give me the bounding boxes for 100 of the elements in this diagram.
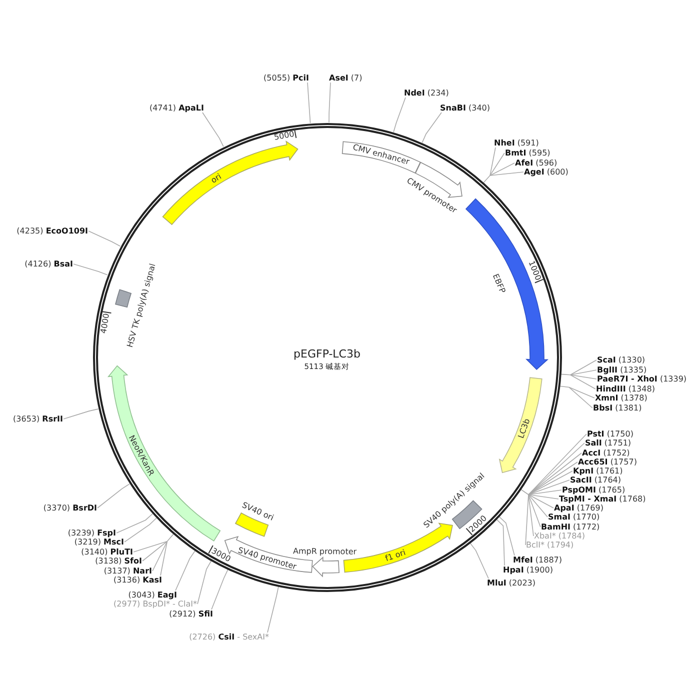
leader-line: [202, 112, 224, 147]
restriction-site-label: SalI (1751): [585, 438, 632, 448]
restriction-site-label: ApaI (1769): [554, 504, 604, 512]
feature-block: [114, 261, 158, 349]
leader-line: [175, 550, 196, 591]
restriction-site-label: (2912) SfiI: [169, 610, 213, 618]
feature-label: ori: [209, 172, 223, 186]
leader-line: [393, 97, 406, 133]
feature-band: [464, 197, 549, 371]
restriction-site-label: (2977) BspDI* - ClaI*: [114, 600, 197, 608]
leader-line: [307, 82, 311, 124]
leader-line: [570, 360, 597, 376]
restriction-site-label: NdeI (234): [404, 88, 449, 98]
restriction-site-label: (2726) CsiI - SexAI*: [189, 632, 269, 642]
leader-line: [528, 494, 541, 528]
scale-tick-label: 4000: [98, 310, 112, 334]
leader-line: [528, 470, 573, 496]
restriction-site-label: (4235) EcoO109I: [16, 226, 88, 236]
restriction-site-label: (3219) MscI: [74, 538, 124, 546]
restriction-site-label: SmaI (1770): [548, 512, 600, 522]
restriction-site-label: PspOMI (1765): [562, 486, 626, 494]
leader-line: [152, 540, 168, 572]
leader-line: [267, 586, 279, 633]
feature-block: [234, 500, 276, 538]
restriction-site-label: (3043) EagI: [128, 590, 177, 600]
leader-line: [470, 542, 489, 579]
feature-label: LC3b: [516, 418, 532, 440]
restriction-site-label: PstI (1750): [587, 430, 634, 438]
leader-line: [490, 152, 505, 176]
restriction-site-label: (3653) RsrII: [13, 414, 63, 424]
restriction-site-label: (4741) ApaLI: [149, 104, 204, 112]
leader-line: [496, 518, 505, 566]
leader-line: [528, 494, 554, 508]
feature-label: HSV TK poly(A) signal: [124, 262, 157, 348]
leader-line: [490, 162, 515, 176]
leader-line: [570, 370, 597, 376]
leader-line: [560, 374, 571, 376]
leader-line: [528, 442, 585, 496]
restriction-site-label: (3140) PluTI: [81, 548, 133, 556]
restriction-site-label: (4126) BsaI: [24, 260, 73, 268]
leader-line: [525, 494, 529, 546]
restriction-site-label: HindIII (1348): [596, 384, 655, 394]
leader-line: [528, 434, 587, 496]
restriction-site-label: BamHI (1772): [541, 522, 600, 532]
feature-label: f1 ori: [384, 548, 407, 564]
leader-line: [490, 147, 496, 176]
leader-line: [559, 386, 570, 388]
leader-line: [528, 494, 559, 500]
restriction-site-label: SnaBI (340): [440, 104, 490, 112]
restriction-site-label: (3370) BsrDI: [43, 504, 97, 512]
leader-line: [570, 374, 596, 390]
restriction-site-label: AseI (7): [329, 74, 362, 82]
restriction-site-label: (5055) PciI: [264, 74, 309, 82]
feature-label: SV40 ori: [240, 500, 276, 522]
leader-line: [528, 480, 570, 496]
restriction-site-label: Acc65I (1757): [578, 458, 637, 466]
leader-line: [568, 386, 595, 398]
restriction-site-label: PaeR7I - XhoI (1339): [597, 374, 687, 384]
leader-line: [88, 230, 121, 247]
restriction-site-label: XbaI* (1784): [534, 532, 585, 540]
leader-line: [483, 175, 490, 183]
restriction-site-label: XmnI (1378): [595, 394, 648, 402]
leader-line: [166, 534, 174, 542]
feature-label: AmpR promoter: [292, 547, 357, 557]
scale-tick-label: 5000: [273, 129, 298, 142]
leader-line: [73, 264, 108, 276]
leader-line: [116, 513, 153, 534]
feature-label: CMV enhancer: [352, 142, 411, 166]
restriction-site-label: SacII (1764): [570, 476, 622, 484]
leader-line: [422, 112, 442, 144]
leader-line: [498, 516, 515, 556]
leader-line: [142, 540, 168, 562]
restriction-site-label: BclI* (1794): [526, 540, 574, 550]
leader-line: [528, 490, 562, 496]
leader-line: [568, 386, 593, 408]
feature-block: [341, 140, 422, 175]
leader-line: [133, 540, 168, 552]
restriction-site-label: AccI (1752): [582, 448, 630, 458]
restriction-site-label: BbsI (1381): [593, 404, 642, 412]
restriction-site-label: KpnI (1761): [573, 466, 623, 476]
leader-line: [211, 569, 228, 610]
leader-line: [528, 494, 548, 518]
leader-line: [197, 560, 212, 604]
leader-line: [528, 494, 534, 536]
feature-label: EBFP: [491, 272, 508, 295]
leader-line: [528, 452, 582, 496]
leader-line: [124, 518, 157, 542]
leader-line: [520, 488, 529, 496]
leader-line: [328, 82, 331, 123]
feature-band: [161, 140, 299, 226]
feature-band: [498, 376, 543, 474]
leader-line: [490, 172, 524, 176]
leader-line: [97, 483, 130, 508]
restriction-site-label: BglII (1335): [597, 366, 647, 374]
restriction-site-label: AgeI (600): [524, 168, 568, 176]
restriction-site-label: ScaI (1330): [597, 356, 646, 364]
plasmid-name: pEGFP-LC3b: [294, 348, 360, 360]
leader-line: [160, 540, 168, 576]
leader-line: [63, 408, 99, 420]
restriction-site-label: TspMI - XmaI (1768): [559, 494, 646, 504]
